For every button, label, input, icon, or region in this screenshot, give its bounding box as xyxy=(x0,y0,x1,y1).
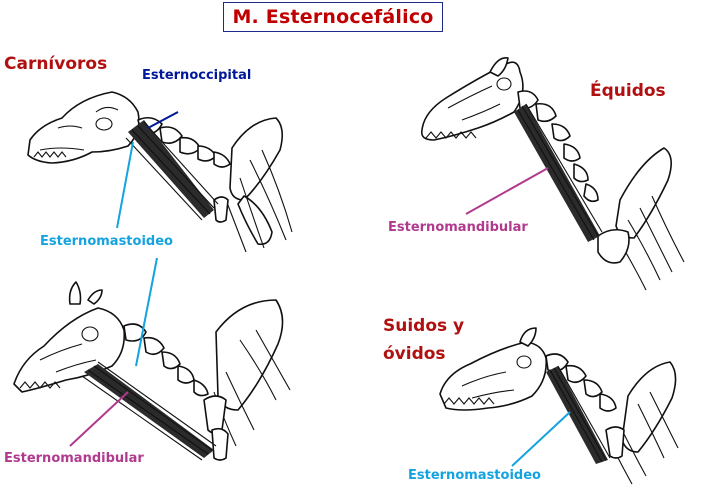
title-box: M. Esternocefálico xyxy=(223,2,443,32)
cow-skeleton-icon xyxy=(13,281,291,461)
leader-sternomandibular-cow xyxy=(69,391,129,447)
label-equids: Équidos xyxy=(590,81,666,101)
label-carnivores: Carnívoros xyxy=(4,54,108,74)
label-suids-line2: óvidos xyxy=(383,344,446,364)
page-title: M. Esternocefálico xyxy=(232,6,434,28)
label-suids-line1: Suidos y xyxy=(383,316,465,336)
label-sternomandibular-horse: Esternomandibular xyxy=(388,220,528,235)
leader-sternooccipital xyxy=(147,111,179,129)
label-sternooccipital: Esternoccipital xyxy=(142,68,252,83)
leader-sternomandibular-horse xyxy=(465,167,549,215)
label-sternomandibular-cow: Esternomandibular xyxy=(4,451,144,466)
pig-skeleton-icon xyxy=(439,327,679,485)
label-sternomastoid-dog: Esternomastoideo xyxy=(40,234,173,249)
leader-lines xyxy=(69,111,571,467)
leader-sternomastoid-pig xyxy=(511,411,571,467)
label-sternomastoid-pig: Esternomastoideo xyxy=(408,468,541,483)
dog-skeleton-icon xyxy=(27,91,293,253)
leader-sternomastoid-cow xyxy=(135,257,158,367)
horse-skeleton-icon xyxy=(420,56,685,291)
leader-sternomastoid-dog xyxy=(116,141,134,229)
